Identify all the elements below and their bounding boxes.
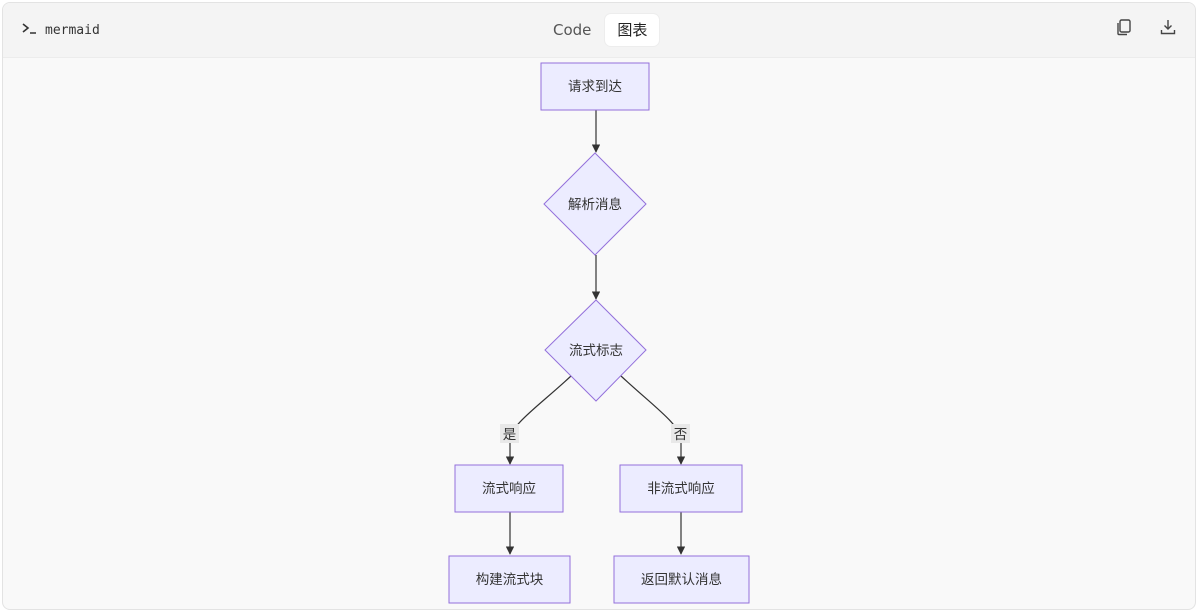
edge-stream-flag-to-stream-response	[505, 375, 572, 465]
node-non-stream-response-label: 非流式响应	[647, 480, 715, 497]
node-stream-response-label: 流式响应	[482, 480, 536, 497]
terminal-prompt-icon	[21, 21, 37, 39]
node-non-stream-response: 非流式响应	[619, 464, 743, 513]
node-parse: 解析消息	[543, 152, 647, 256]
node-request: 请求到达	[540, 62, 650, 111]
edge-label-no: 否	[671, 424, 690, 443]
node-stream-flag-label: 流式标志	[569, 343, 623, 359]
code-block-header: mermaid Code 图表	[3, 3, 1195, 58]
node-return-default-label: 返回默认消息	[641, 571, 722, 588]
edge-stream-flag-to-non-stream-response	[620, 375, 686, 465]
node-stream-flag: 流式标志	[544, 299, 647, 402]
tab-code[interactable]: Code	[553, 21, 592, 39]
edge-label-yes: 是	[500, 424, 519, 443]
language-indicator: mermaid	[21, 21, 100, 39]
node-build-chunks: 构建流式块	[448, 555, 571, 604]
header-actions	[1113, 18, 1179, 40]
node-request-label: 请求到达	[568, 79, 622, 95]
view-tabs: Code 图表	[541, 14, 660, 46]
edge-label-yes-text: 是	[503, 427, 517, 443]
download-button[interactable]	[1157, 18, 1179, 40]
node-parse-label: 解析消息	[568, 196, 622, 213]
edge-label-no-text: 否	[674, 427, 688, 443]
node-return-default: 返回默认消息	[613, 555, 750, 604]
node-build-chunks-label: 构建流式块	[476, 572, 544, 588]
download-icon	[1159, 18, 1177, 40]
copy-button[interactable]	[1113, 18, 1135, 40]
node-stream-response: 流式响应	[454, 464, 564, 513]
language-label: mermaid	[45, 22, 100, 38]
copy-icon	[1115, 18, 1133, 40]
tab-diagram[interactable]: 图表	[605, 14, 660, 46]
